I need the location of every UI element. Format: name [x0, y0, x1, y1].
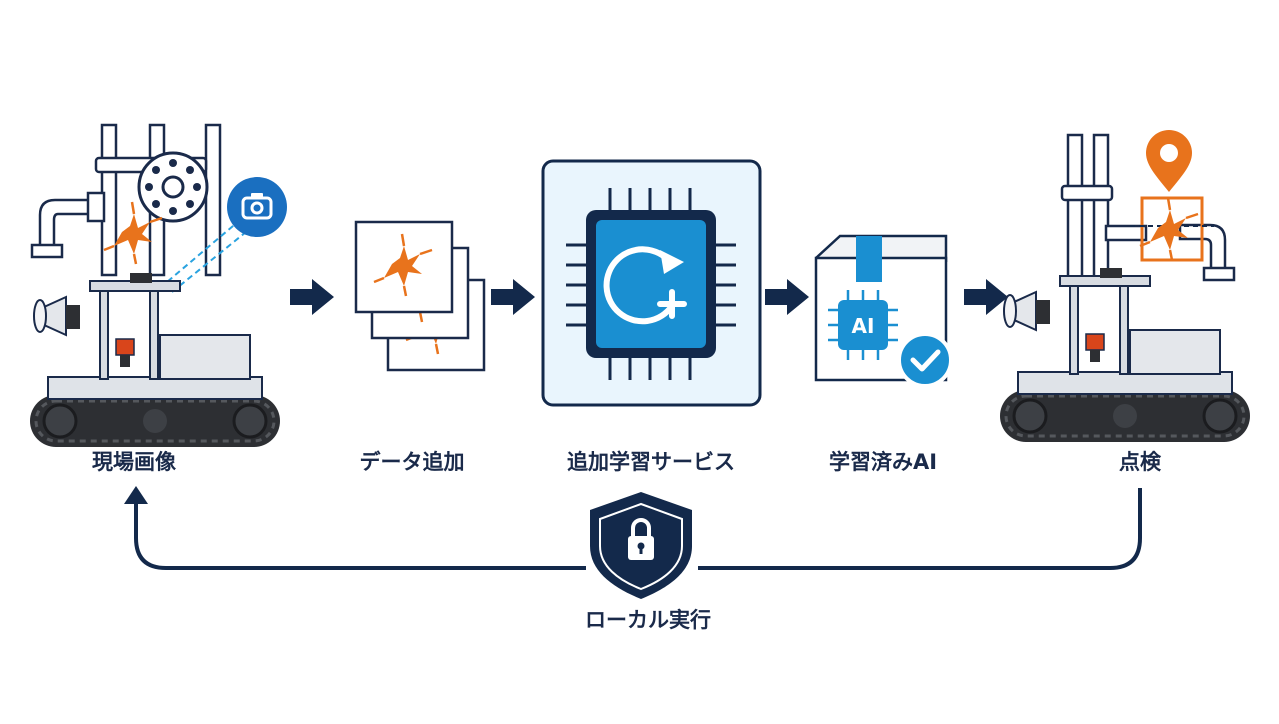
pipe-flange	[137, 151, 209, 223]
inspection-robot	[28, 271, 282, 449]
inspection-robot-right	[998, 266, 1252, 444]
step-label-trained-ai: 学習済みAI	[828, 450, 938, 474]
step-label-retraining-service: 追加学習サービス	[567, 450, 735, 474]
ai-box-check-icon: AI	[814, 234, 953, 388]
image-stack-icon	[356, 222, 484, 370]
camera-beam	[159, 219, 247, 293]
step-label-data-add: データ追加	[359, 450, 465, 474]
loop-label: ローカル実行	[585, 608, 711, 632]
step-label-site-image: 現場画像	[92, 450, 176, 474]
check-icon	[897, 332, 953, 388]
ai-chip-label: AI	[852, 314, 875, 338]
arrow-3	[765, 279, 809, 315]
chip-refresh-icon	[541, 159, 762, 407]
arrow-4	[964, 279, 1008, 315]
step-label-inspection: 点検	[1119, 450, 1161, 474]
camera-icon	[227, 177, 287, 237]
pipes-right	[1060, 133, 1236, 287]
detection-box	[1140, 196, 1204, 262]
feedback-loop	[134, 488, 1142, 570]
arrow-2	[491, 279, 535, 315]
arrow-1	[290, 279, 334, 315]
step-arrows	[290, 279, 1008, 315]
location-pin-icon	[1146, 130, 1192, 192]
loop-arrowhead	[124, 486, 148, 504]
site-image-illustration	[28, 123, 287, 449]
inspection-illustration	[998, 130, 1252, 444]
security-shield-icon	[590, 492, 692, 599]
